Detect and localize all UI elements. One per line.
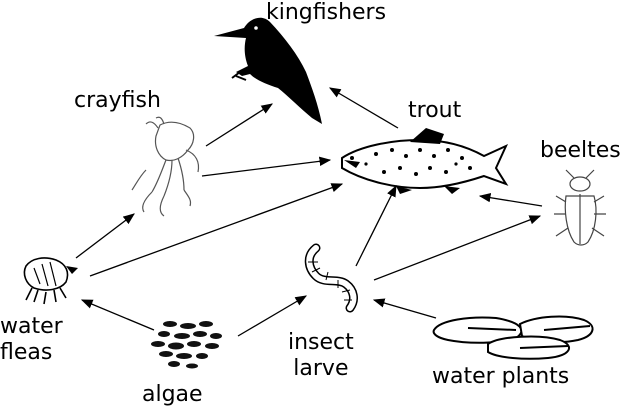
trout-fish-icon xyxy=(341,128,509,194)
insect-larvae-label-line1: insect xyxy=(288,330,354,355)
beetle-icon xyxy=(554,169,606,246)
crayfish-label: crayfish xyxy=(74,88,161,113)
arrow-algae-to-water-fleas xyxy=(80,299,155,331)
arrow-water-fleas-to-crayfish xyxy=(75,213,135,259)
water-plants-label: water plants xyxy=(432,364,570,389)
kingfishers-label: kingfishers xyxy=(266,0,387,25)
arrow-beetles-to-trout xyxy=(478,193,543,207)
water-flea-icon xyxy=(23,257,78,305)
arrow-insect-larvae-to-trout xyxy=(355,184,397,267)
arrow-algae-to-insect-larvae xyxy=(237,295,308,337)
algae-label: algae xyxy=(142,382,203,407)
beetles-label: beeltes xyxy=(540,138,621,163)
algae-icon xyxy=(151,321,222,369)
arrow-crayfish-to-trout xyxy=(201,156,332,177)
arrow-water-fleas-to-trout xyxy=(89,183,344,277)
water-fleas-label-line2: fleas xyxy=(0,340,53,365)
insect-larva-icon xyxy=(304,243,358,313)
trout-label: trout xyxy=(408,98,462,123)
feeding-arrows xyxy=(75,87,543,337)
arrow-crayfish-to-kingfishers xyxy=(205,103,273,147)
insect-larvae-label: insect larve xyxy=(288,330,354,382)
water-plants-icon xyxy=(432,315,594,360)
crayfish-icon xyxy=(131,116,200,217)
arrow-trout-to-kingfishers xyxy=(328,87,399,129)
insect-larvae-label-line2: larve xyxy=(293,356,349,381)
kingfisher-bird-icon xyxy=(214,17,322,125)
water-fleas-label-line1: water xyxy=(0,314,63,339)
arrow-insect-larvae-to-beetles xyxy=(373,215,542,281)
water-fleas-label: water fleas xyxy=(0,314,63,366)
arrow-water-plants-to-insect-larvae xyxy=(372,298,437,319)
